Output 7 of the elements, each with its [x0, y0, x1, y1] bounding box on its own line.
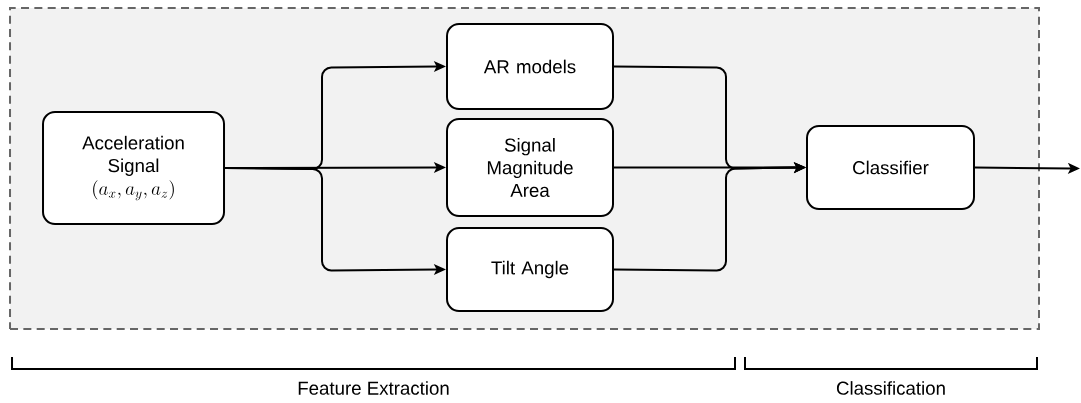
process-box: AR models	[446, 23, 614, 110]
process-box: Acceleration Signal $(a_x,a_y,a_z)$	[42, 111, 225, 225]
bracket-label: Feature Extraction	[298, 381, 449, 395]
bracket-label: Classification	[836, 381, 945, 395]
process-box: Classifier	[806, 125, 975, 210]
process-box: Signal Magnitude Area	[446, 118, 614, 217]
process-box: Tilt Angle	[446, 227, 614, 312]
